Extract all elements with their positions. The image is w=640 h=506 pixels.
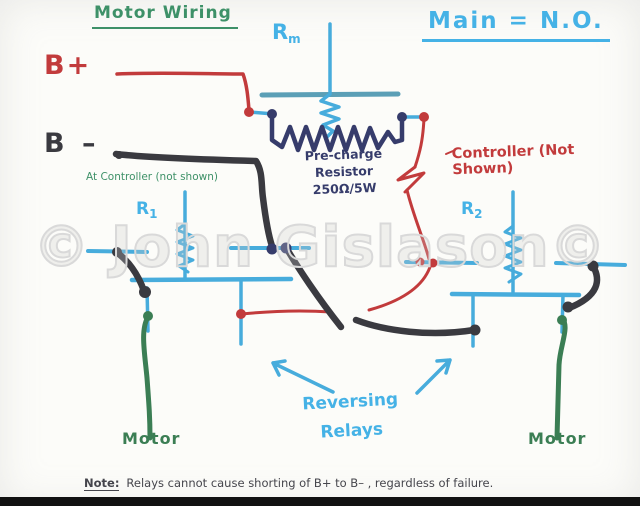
- r1-coil: [175, 222, 195, 274]
- precharge-resistor: [269, 111, 405, 153]
- r2-sub: 2: [474, 207, 483, 221]
- red-junction-dots: [236, 107, 438, 319]
- footer-note: Note: Relays cannot cause shorting of B+ …: [84, 476, 494, 491]
- r1-sub: 1: [149, 207, 158, 221]
- red-contact-right: [367, 262, 433, 312]
- red-contact-left: [240, 309, 333, 316]
- r2-moving-contact: [565, 262, 601, 312]
- controller-wire-lower: [405, 188, 431, 261]
- black-contact-right: [352, 316, 478, 337]
- rm-base: R: [272, 20, 289, 44]
- black-contact-left: [283, 245, 345, 331]
- rm-label: Rm: [272, 20, 301, 46]
- navy-junction-dots: [266, 109, 407, 255]
- rm-sub: m: [288, 32, 301, 46]
- motor-right-label: Motor: [528, 429, 587, 448]
- page-title: Motor Wiring: [92, 3, 238, 29]
- precharge-label: Pre-charge Resistor 250Ω/5W: [281, 144, 407, 199]
- motor-left-label: Motor: [122, 429, 181, 448]
- motor-left-wire: [141, 314, 153, 441]
- r2-drop-motor: [560, 293, 565, 334]
- r1-moving-contact: [112, 248, 148, 295]
- b-minus-label: B –: [44, 128, 100, 159]
- r2-bar: [449, 291, 582, 298]
- rm-coil: [319, 92, 341, 139]
- controller-callout-tick: [445, 150, 454, 155]
- controller-wire-squiggle: [396, 165, 426, 194]
- main-no-label: Main = N.O.: [422, 8, 610, 42]
- b-plus-wire: [115, 71, 251, 112]
- arrow-right-icon: [415, 358, 452, 395]
- r1-bar: [129, 276, 294, 283]
- r1-label: R1: [136, 199, 157, 221]
- r2-base: R: [461, 199, 475, 219]
- photo-bottom-border: [0, 497, 640, 506]
- b-plus-label: B+: [44, 50, 92, 81]
- green-junction-dots: [143, 311, 567, 325]
- controller-label: Controller (Not Shown): [451, 142, 575, 179]
- black-junction-dots: [112, 151, 599, 336]
- note-text: Relays cannot cause shorting of B+ to B–…: [126, 476, 494, 490]
- r2-coil: [503, 224, 523, 284]
- arrow-left-icon: [271, 359, 335, 394]
- reversing-relays-label: Reversing Relays: [275, 384, 428, 450]
- at-controller-label: At Controller (not shown): [86, 171, 218, 183]
- r2-label: R2: [461, 199, 482, 221]
- motor-right-wire: [554, 315, 568, 441]
- b-minus-wire: [112, 150, 276, 250]
- controller-wire-upper: [413, 116, 426, 169]
- note-label: Note:: [84, 476, 120, 491]
- r1-base: R: [136, 199, 150, 219]
